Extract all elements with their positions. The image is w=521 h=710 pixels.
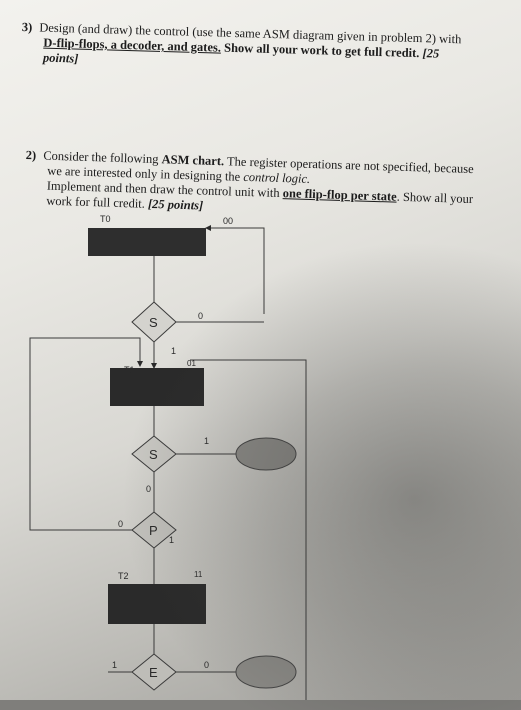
state-box-t2 bbox=[108, 584, 206, 624]
label-p-one: 1 bbox=[169, 535, 174, 545]
label-s2-zero: 0 bbox=[146, 484, 151, 494]
state-box-t1 bbox=[110, 368, 204, 406]
label-decision-p: P bbox=[149, 523, 158, 538]
label-s1-one: 1 bbox=[171, 346, 176, 356]
p-zero-loop bbox=[29, 337, 143, 531]
label-p-zero: 0 bbox=[118, 519, 123, 529]
label-decision-s2: S bbox=[149, 447, 158, 462]
decision-diamond-s2 bbox=[131, 435, 177, 473]
label-s1-zero: 0 bbox=[198, 311, 203, 321]
label-state-t0: T0 bbox=[100, 214, 111, 224]
conditional-output-oval-2 bbox=[235, 655, 297, 689]
label-decision-e: E bbox=[149, 665, 158, 680]
loop-back-to-t0 bbox=[205, 225, 265, 314]
outer-right-loop bbox=[190, 359, 307, 700]
decision-diamond-e bbox=[131, 653, 177, 691]
conditional-output-oval-1 bbox=[235, 437, 297, 471]
decision-diamond-p bbox=[131, 511, 177, 549]
decision-diamond-s1 bbox=[131, 301, 177, 343]
label-state-t1: T1 bbox=[124, 365, 135, 375]
label-code-t0: 00 bbox=[223, 216, 233, 226]
label-e-one: 1 bbox=[112, 660, 117, 670]
label-e-zero: 0 bbox=[204, 660, 209, 670]
label-state-t2: T2 bbox=[118, 571, 129, 581]
label-decision-s1: S bbox=[149, 315, 158, 330]
label-code-t1: 01 bbox=[187, 359, 196, 368]
label-s2-one: 1 bbox=[204, 436, 209, 446]
label-code-t2: 11 bbox=[194, 570, 203, 579]
state-box-t0 bbox=[88, 228, 206, 256]
